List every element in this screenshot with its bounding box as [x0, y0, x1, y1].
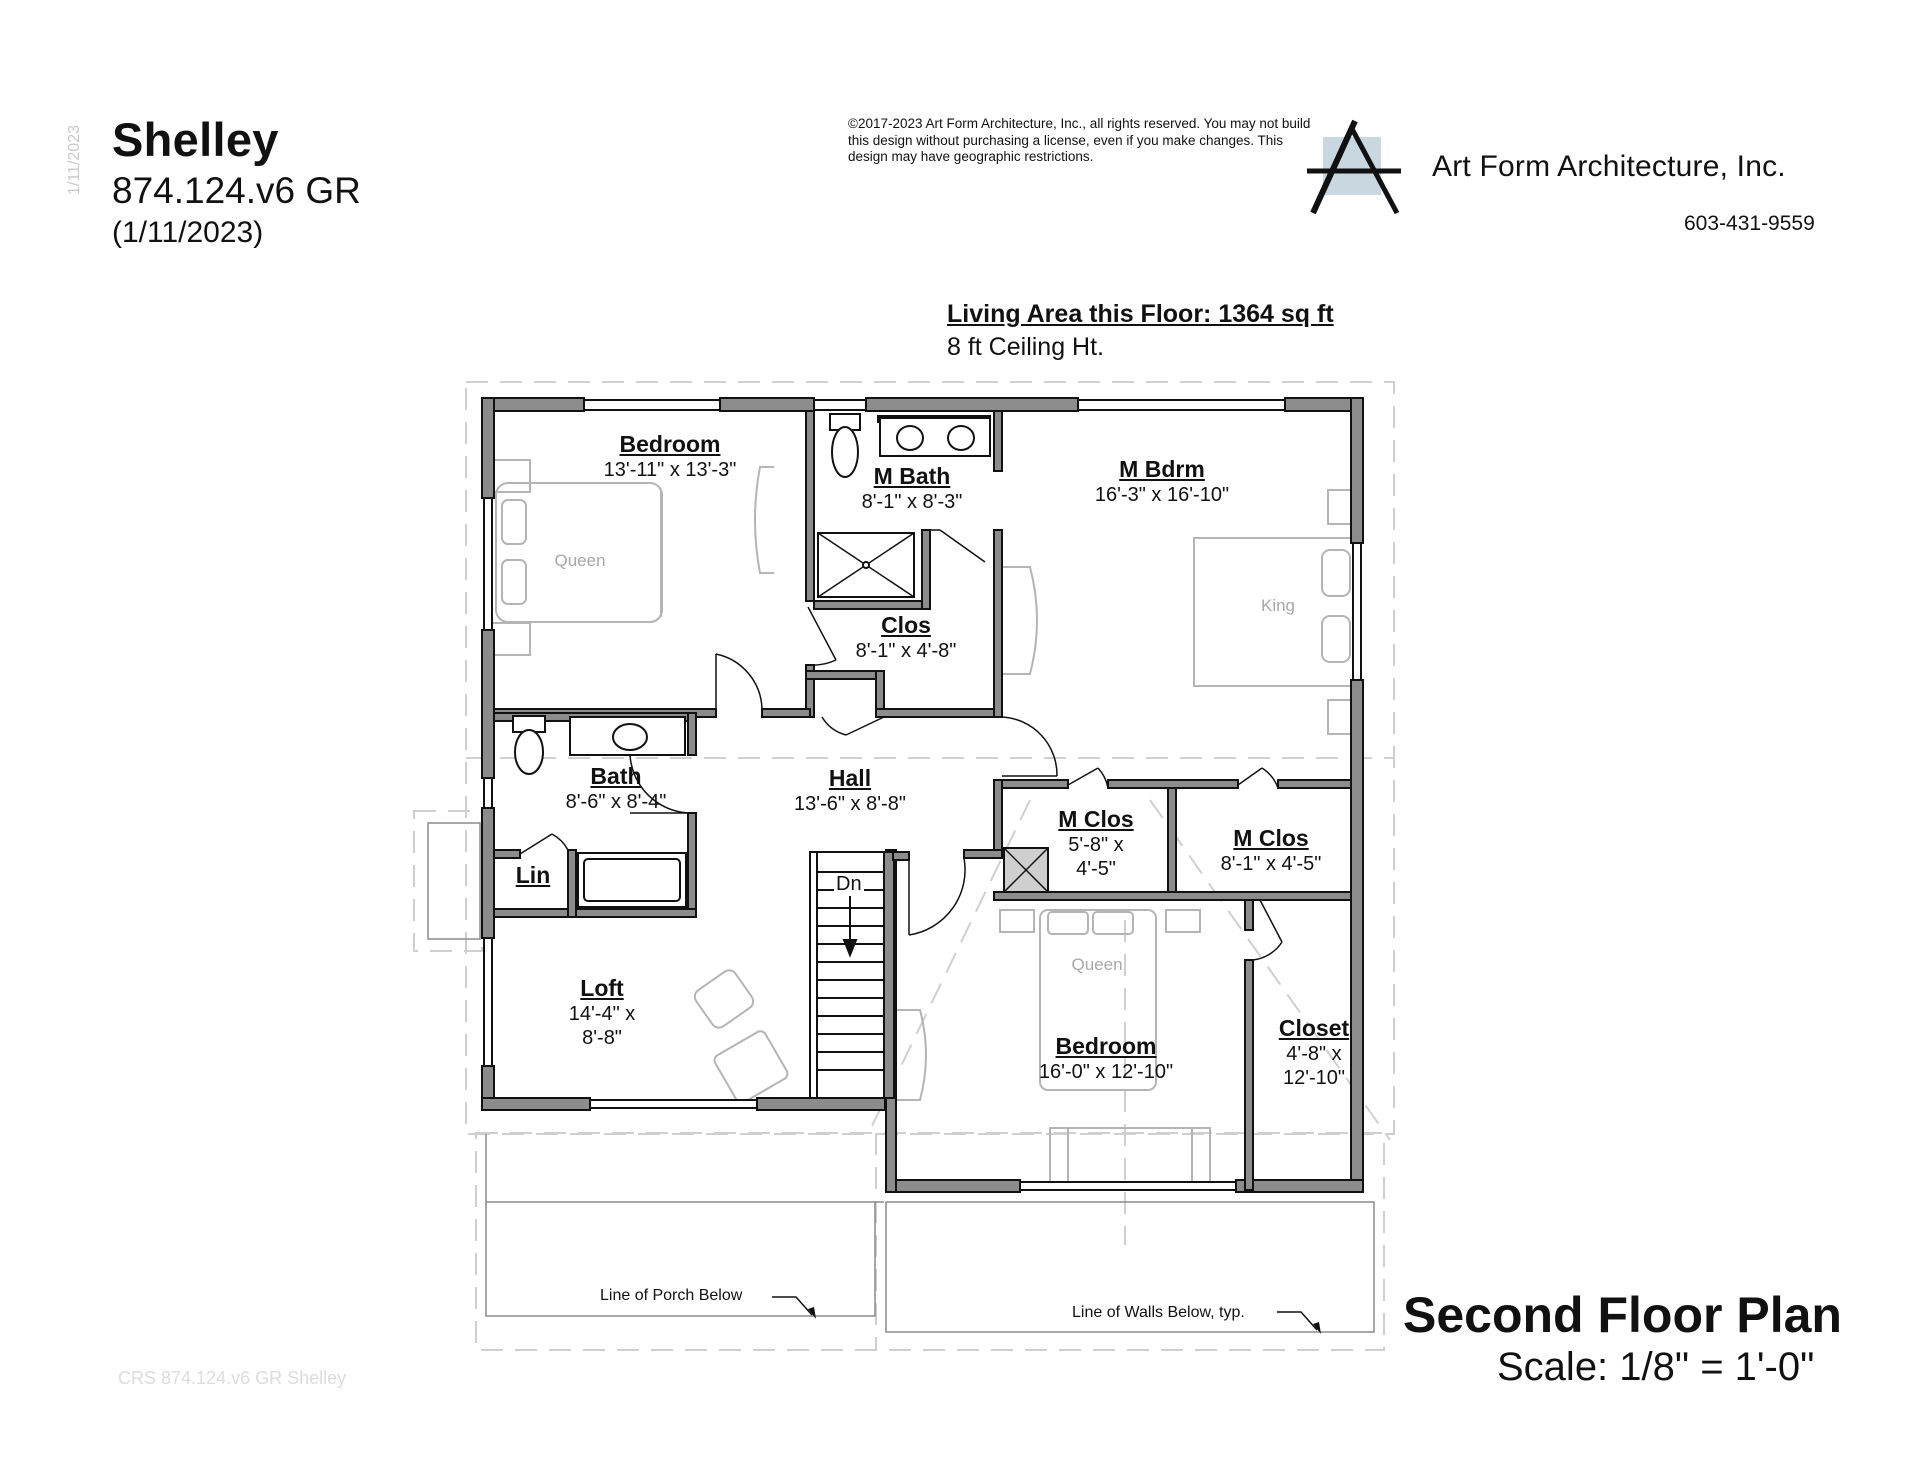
living-area: Living Area this Floor: 1364 sq ft [947, 300, 1334, 328]
ceiling-height: 8 ft Ceiling Ht. [947, 333, 1105, 361]
a-frame-logo-icon [1307, 119, 1401, 215]
plan-code: 874.124.v6 GR [112, 170, 361, 211]
company-name: Art Form Architecture, Inc. [1432, 150, 1786, 183]
room-master-closet-2: M Clos 8'-1" x 4'-5" [1220, 825, 1322, 875]
company-phone: 603-431-9559 [1684, 212, 1815, 235]
room-master-bedroom: M Bdrm 16'-3" x 16'-10" [1094, 456, 1230, 506]
leader-arrow-icon [1277, 1311, 1321, 1334]
room-hall: Hall 13'-6" x 8'-8" [794, 765, 906, 815]
plan-scale: Scale: 1/8" = 1'-0" [1497, 1345, 1815, 1389]
room-master-bath: M Bath 8'-1" x 8'-3" [861, 463, 963, 513]
fixtures [512, 413, 1049, 908]
room-loft: Loft 14'-4" x 8'-8" [568, 975, 636, 1049]
stairs [809, 851, 885, 1099]
windows [483, 399, 1362, 1191]
room-linen: Lin [515, 862, 551, 888]
plan-date: (1/11/2023) [112, 216, 264, 249]
door-swings [519, 529, 1283, 961]
bed-label-queen-1: Queen [554, 551, 606, 570]
room-bedroom-1: Bedroom 13'-11" x 13'-3" [603, 431, 737, 481]
bed-label-king: King [1260, 596, 1296, 615]
leader-arrow-icon [772, 1296, 816, 1319]
porch-line-note: Line of Porch Below [600, 1287, 743, 1304]
room-closet-large: Closet 4'-8" x 12'-10" [1278, 1015, 1350, 1089]
walls-line-note: Line of Walls Below, typ. [1072, 1304, 1245, 1321]
furniture [491, 459, 1359, 1185]
watermark: CRS 874.124.v6 GR Shelley [118, 1368, 347, 1388]
room-closet-small: Clos 8'-1" x 4'-8" [855, 612, 957, 662]
room-bedroom-2: Bedroom 16'-0" x 12'-10" [1038, 1033, 1174, 1083]
room-hall-bath: Bath 8'-6" x 8'-4" [565, 763, 667, 813]
stairs-down-label: Dn [834, 873, 864, 896]
copyright-notice: ©2017-2023 Art Form Architecture, Inc., … [848, 116, 1311, 164]
plan-heading: Second Floor Plan [1403, 1287, 1842, 1343]
dashed-outline [413, 381, 1395, 1351]
plan-title: Shelley [112, 113, 279, 166]
bed-label-queen-2: Queen [1071, 955, 1123, 974]
room-master-closet-1: M Clos 5'-8" x 4'-5" [1058, 806, 1134, 880]
